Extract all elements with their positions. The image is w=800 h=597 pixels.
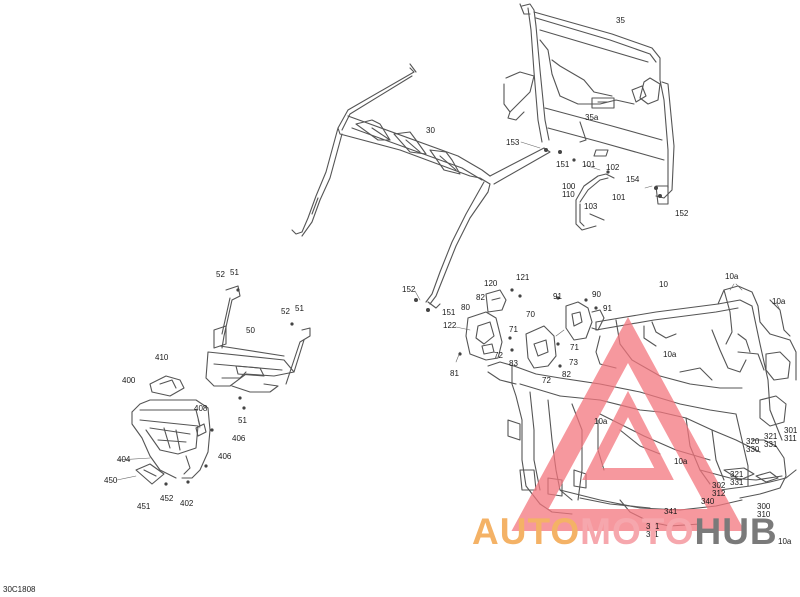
watermark-text: AUTOMOTOHUB [472,511,778,552]
callout-406-lower: 406 [218,452,232,461]
callout-120: 120 [484,279,498,288]
callout-52: 52 [216,270,225,279]
callout-71: 71 [509,325,518,334]
callout-70: 70 [526,310,535,319]
grab-handle [575,173,615,231]
callout-154: 154 [626,175,640,184]
callout-90: 90 [592,290,601,299]
callout-35: 35 [616,16,625,25]
diagram-code: 30C1808 [3,585,36,594]
callout-82: 82 [476,293,485,302]
callout-103: 103 [584,202,598,211]
callout-121: 121 [516,273,530,282]
callout-80: 80 [461,303,470,312]
callout-151: 151 [556,160,570,169]
callout-122: 122 [443,321,457,330]
callout-101: 101 [582,160,596,169]
fastener-dots [164,148,662,486]
callout-151-left: 151 [442,308,456,317]
callout-51: 51 [230,268,239,277]
hinge-bracket [565,301,605,341]
callout-10a-left: 10a [594,417,608,426]
callout-72-lower: 72 [542,376,551,385]
callout-10a-lower: 10a [674,457,688,466]
callout-153: 153 [506,138,520,147]
callout-10a-bottom: 10a [778,537,792,546]
rear-panel-frame [503,3,675,205]
callout-10a-top: 10a [725,272,739,281]
callout-51-right: 51 [295,304,304,313]
callout-35a: 35a [585,113,599,122]
callout-72: 72 [494,351,503,360]
callout-10: 10 [659,280,668,289]
callout-451: 451 [137,502,151,511]
front-bumper [131,375,211,485]
callout-83: 83 [509,359,518,368]
callout-406: 406 [232,434,246,443]
watermark-logo-mark [511,316,745,531]
side-plate-right [525,325,557,369]
callout-73: 73 [569,358,578,367]
callout-91-right: 91 [603,304,612,313]
callout-52-right: 52 [281,307,290,316]
callout-340: 340 [701,497,715,506]
callout-91: 91 [553,292,562,301]
callout-402: 402 [180,499,194,508]
callout-152: 152 [675,209,689,218]
callout-450: 450 [104,476,118,485]
callout-102: 102 [606,163,620,172]
callout-30: 30 [426,126,435,135]
callout-452: 452 [160,494,174,503]
callout-400: 400 [122,376,136,385]
callout-71-right: 71 [570,343,579,352]
callout-101-lower: 101 [612,193,626,202]
callout-81: 81 [450,369,459,378]
roll-bar-frame [291,63,551,309]
callout-82-lower: 82 [562,370,571,379]
callout-10a-mid: 10a [663,350,677,359]
side-plate-left [465,289,507,361]
callout-51-lower: 51 [238,416,247,425]
callout-50: 50 [246,326,255,335]
leader-lines [116,141,781,481]
callout-341: 341 [664,507,678,516]
callout-404: 404 [117,455,131,464]
callout-410: 410 [155,353,169,362]
callout-408: 408 [194,404,208,413]
callout-152-left: 152 [402,285,416,294]
callout-10a-right: 10a [772,297,786,306]
front-bracket [205,285,311,393]
